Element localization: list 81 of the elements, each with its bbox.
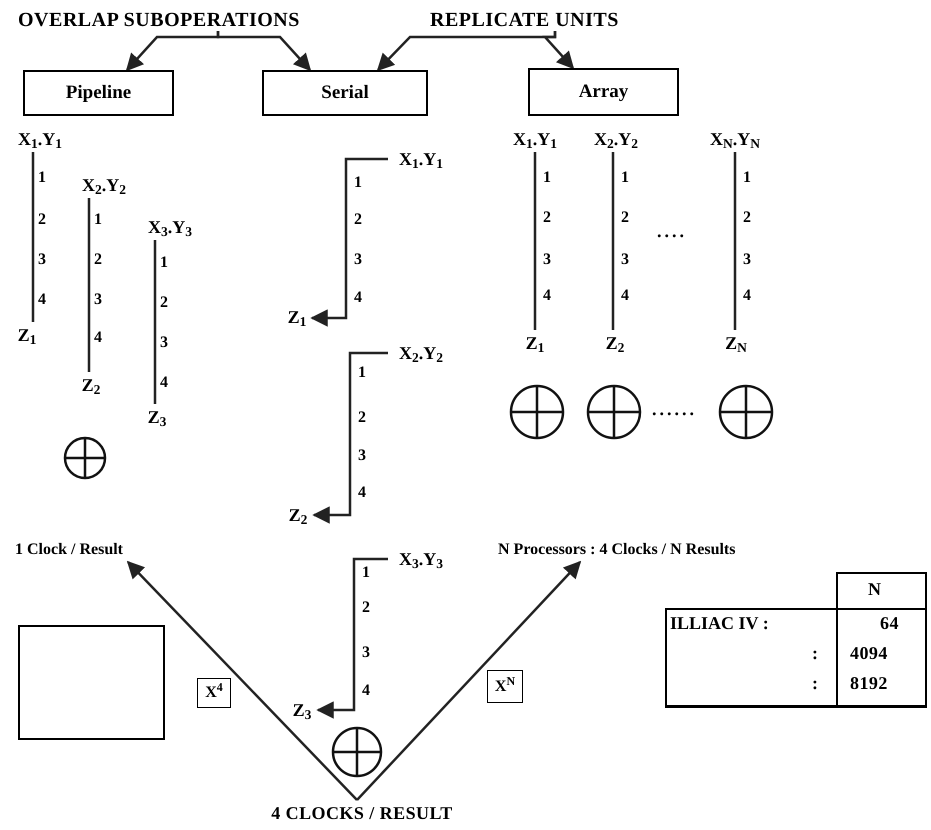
power-label-box: X$^{4}$ xyxy=(197,678,231,708)
variable-label: X$_{3}$.Y$_{3}$ xyxy=(388,546,454,572)
heading-text: 4 CLOCKS / RESULT xyxy=(262,800,462,824)
stage-number: 3 xyxy=(160,335,168,351)
variable-label: Z$_{3}$ xyxy=(140,404,174,434)
variable-label: X$_{1}$.Y$_{1}$ xyxy=(388,146,454,172)
variable-label: Z$_{3}$ xyxy=(286,697,318,727)
table-cell: 64 xyxy=(880,614,899,632)
stage-number: 1 xyxy=(94,212,102,228)
variable-label: Z$_{1}$ xyxy=(282,304,312,334)
stage-number: 4 xyxy=(94,330,102,346)
annotation-text: 1 Clock / Result xyxy=(15,538,220,562)
table-cell: : xyxy=(812,674,818,692)
stage-number: 4 xyxy=(543,288,551,304)
table-cell: 4094 xyxy=(850,644,888,662)
connector-arrow xyxy=(316,558,388,719)
stage-number: 2 xyxy=(543,210,551,226)
empty-box xyxy=(18,625,165,740)
variable-label: X$_{2}$.Y$_{2}$ xyxy=(584,126,648,152)
table-cell: : xyxy=(812,644,818,662)
variable-label: X$_{N}$.Y$_{N}$ xyxy=(700,126,770,152)
process-box: Serial xyxy=(262,70,428,116)
variable-label: X$_{2}$.Y$_{2}$ xyxy=(388,340,454,366)
process-box: Pipeline xyxy=(23,70,174,116)
table-cell: N xyxy=(868,580,881,598)
stage-number: 3 xyxy=(621,252,629,268)
connector-arrow xyxy=(312,352,388,524)
variable-label: Z$_{1}$ xyxy=(520,330,550,362)
stage-number: 2 xyxy=(743,210,751,226)
variable-label: Z$_{1}$ xyxy=(12,322,42,350)
connector-arrow xyxy=(356,560,582,801)
stage-number: 3 xyxy=(358,448,366,464)
variable-label: Z$_{N}$ xyxy=(716,330,756,362)
stage-number: 1 xyxy=(362,565,370,581)
stage-number: 3 xyxy=(543,252,551,268)
stage-number: 2 xyxy=(362,600,370,616)
stage-number: 3 xyxy=(38,252,46,268)
connector-arrow xyxy=(310,158,388,327)
stage-number: 2 xyxy=(621,210,629,226)
variable-label: X$_{1}$.Y$_{1}$ xyxy=(503,126,567,152)
stage-number: 1 xyxy=(743,170,751,186)
stage-number: 4 xyxy=(621,288,629,304)
stage-number: 3 xyxy=(362,645,370,661)
stage-number: 2 xyxy=(354,212,362,228)
stage-number: 2 xyxy=(94,252,102,268)
stage-number: 1 xyxy=(358,365,366,381)
annotation-text: N Processors : 4 Clocks / N Results xyxy=(498,538,893,562)
ellipsis: ...... xyxy=(652,400,697,418)
stage-number: 1 xyxy=(621,170,629,186)
stage-number: 1 xyxy=(38,170,46,186)
stage-number: 4 xyxy=(38,292,46,308)
stage-number: 4 xyxy=(160,375,168,391)
stage-number: 3 xyxy=(354,252,362,268)
variable-label: Z$_{2}$ xyxy=(598,330,632,362)
stage-number: 2 xyxy=(160,295,168,311)
heading-text: OVERLAP SUBOPERATIONS xyxy=(18,5,348,31)
stage-number: 4 xyxy=(743,288,751,304)
connector-arrow xyxy=(126,560,358,801)
ellipsis: .... xyxy=(657,222,687,240)
variable-label: X$_{3}$.Y$_{3}$ xyxy=(138,214,202,240)
heading-text: REPLICATE UNITS xyxy=(430,5,685,31)
stage-number: 1 xyxy=(354,175,362,191)
table-cell: 8192 xyxy=(850,674,888,692)
stage-number: 1 xyxy=(160,255,168,271)
process-box: Array xyxy=(528,68,679,116)
stage-number: 4 xyxy=(354,290,362,306)
stage-number: 4 xyxy=(362,683,370,699)
stage-number: 3 xyxy=(743,252,751,268)
variable-label: X$_{2}$.Y$_{2}$ xyxy=(72,172,136,198)
stage-number: 4 xyxy=(358,485,366,501)
connector-arrow xyxy=(542,31,574,70)
stage-number: 1 xyxy=(543,170,551,186)
variable-label: Z$_{2}$ xyxy=(282,502,314,532)
stage-number: 2 xyxy=(358,410,366,426)
connector-arrow xyxy=(216,31,312,72)
stage-number: 3 xyxy=(94,292,102,308)
power-label-box: X$^{N}$ xyxy=(487,670,523,703)
variable-label: X$_{1}$.Y$_{1}$ xyxy=(8,126,72,152)
table-cell: ILLIAC IV : xyxy=(670,614,769,632)
variable-label: Z$_{2}$ xyxy=(74,372,108,402)
stage-number: 2 xyxy=(38,212,46,228)
